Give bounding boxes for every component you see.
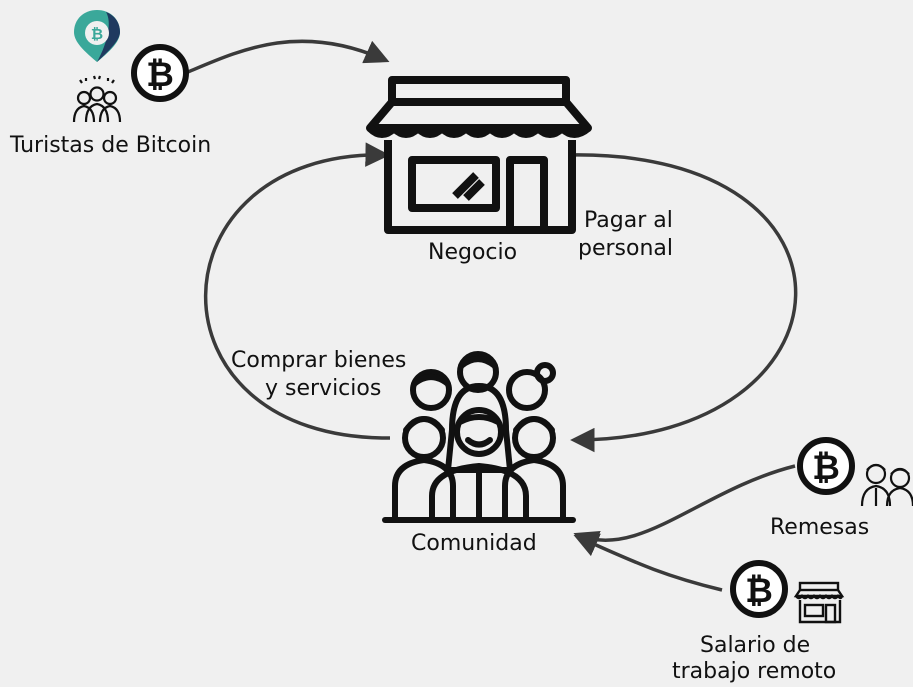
- community-crowd-icon: [382, 351, 576, 523]
- remote-work-label-line2: trabajo remoto: [672, 659, 837, 684]
- storefront-icon: [366, 76, 592, 234]
- pay-staff-label-line2: personal: [578, 236, 674, 261]
- svg-text:₿: ₿: [745, 571, 773, 611]
- remittances-label: Remesas: [770, 515, 870, 540]
- business-label: Negocio: [428, 240, 518, 265]
- bitcoin-coin-icon: ₿: [730, 560, 788, 618]
- small-storefront-icon: [793, 581, 845, 624]
- tourists-label: Turistas de Bitcoin: [10, 133, 212, 158]
- bitcoin-coin-icon: ₿: [797, 437, 855, 495]
- arrow-remittances-to-community: [573, 464, 796, 554]
- arrow-tourists-to-business: [187, 39, 390, 74]
- arrow-remote-work-to-community: [573, 533, 723, 592]
- pay-staff-label-line1: Pagar al: [584, 208, 673, 233]
- tourist-group-icon: [72, 75, 122, 123]
- svg-text:₿: ₿: [146, 55, 174, 95]
- svg-text:₿: ₿: [812, 448, 840, 488]
- elderly-couple-icon: [860, 463, 913, 507]
- community-label: Comunidad: [411, 531, 537, 556]
- buy-goods-label-line2: y servicios: [265, 376, 382, 401]
- bitcoin-coin-icon: ₿: [131, 44, 189, 102]
- bitcoin-map-pin-icon: ₿: [74, 10, 120, 62]
- buy-goods-label-line1: Comprar bienes: [231, 348, 407, 373]
- remote-work-label-line1: Salario de: [700, 633, 811, 658]
- arrow-community-to-business: [203, 142, 391, 440]
- arrow-business-to-community: [569, 153, 798, 453]
- svg-text:₿: ₿: [91, 25, 103, 43]
